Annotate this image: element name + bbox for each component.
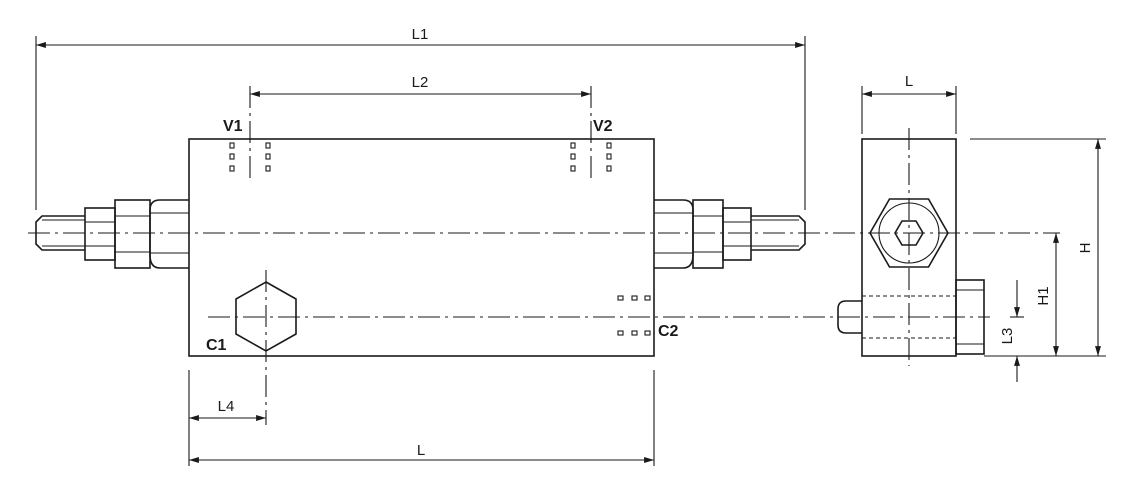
l2-label: L2	[412, 74, 429, 91]
dimension-side-l	[861, 86, 957, 134]
v2-passages	[570, 86, 612, 180]
front-view: L1 L2 L L4 V1 V2 C1 C2	[28, 26, 1060, 466]
l4-label: L4	[218, 398, 235, 415]
side-hex-plug	[869, 198, 949, 268]
left-cartridge	[35, 199, 189, 269]
c2-passages	[617, 295, 651, 336]
h-label: H	[1077, 243, 1094, 254]
valve-body	[188, 138, 655, 357]
side-port	[837, 279, 985, 355]
c2-label: C2	[658, 323, 679, 340]
c1-hex-plug	[235, 270, 297, 425]
right-cartridge	[654, 199, 806, 269]
v1-label: V1	[223, 118, 243, 135]
c1-label: C1	[206, 337, 227, 354]
dimension-l1	[35, 36, 806, 210]
v2-label: V2	[593, 118, 613, 135]
l-side-label: L	[905, 73, 913, 90]
l3-label: L3	[999, 328, 1016, 345]
l1-label: L1	[412, 26, 429, 43]
l-bottom-label: L	[417, 442, 425, 459]
dimension-h	[970, 138, 1106, 357]
v1-passages	[229, 86, 271, 180]
h1-label: H1	[1035, 286, 1052, 305]
dimension-l3	[1010, 280, 1024, 382]
side-view: L H H1 L3	[837, 73, 1106, 382]
